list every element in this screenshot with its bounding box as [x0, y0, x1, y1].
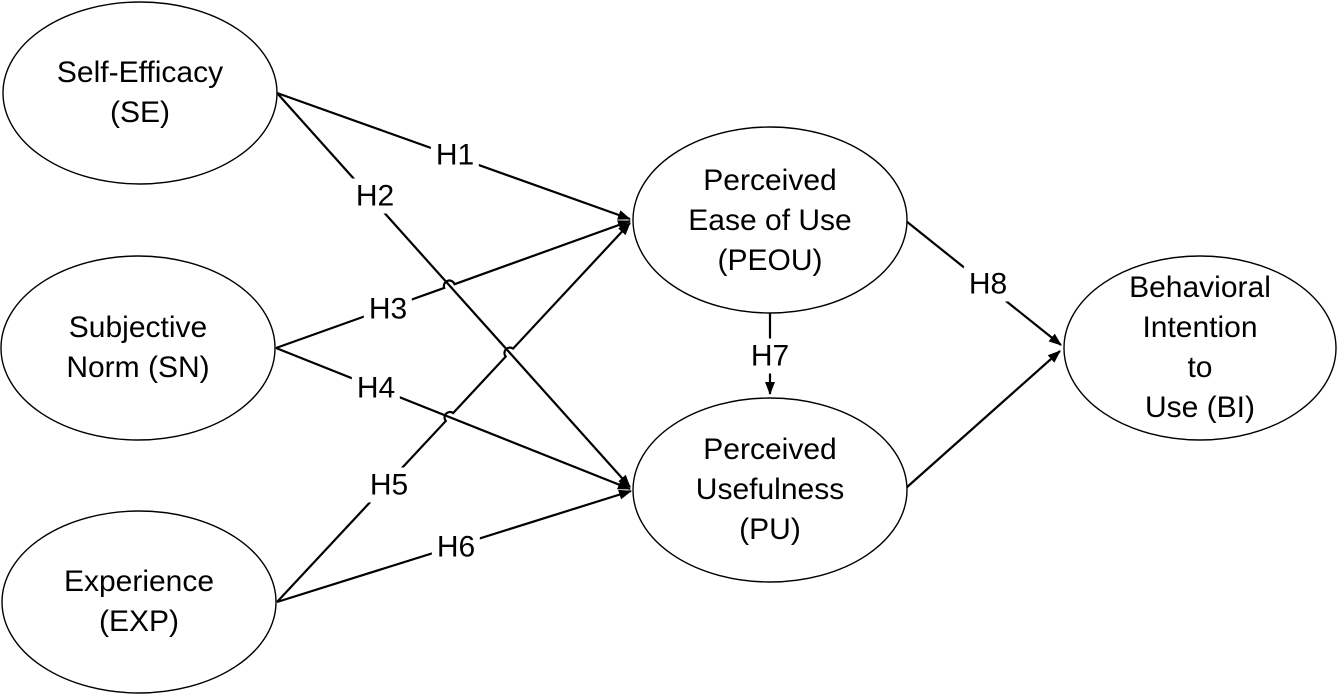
edge-h4-arrow	[275, 346, 631, 491]
edge-h3-label: H3	[363, 291, 413, 327]
edge-h2-label: H2	[350, 178, 400, 214]
edge-h4-label: H4	[351, 370, 401, 406]
edge-h5-label: H5	[364, 467, 414, 503]
node-exp-ellipse	[1, 510, 277, 694]
edge-h3-arrow	[275, 219, 631, 350]
node-peou-ellipse	[632, 126, 908, 314]
node-bi-ellipse	[1063, 255, 1337, 441]
edge-pu-bi-arrow	[905, 350, 1061, 489]
edge-h6-label: H6	[431, 529, 481, 565]
node-se-ellipse	[2, 1, 278, 185]
edge-h7-label: H7	[745, 338, 795, 374]
edge-h8-label: H8	[963, 266, 1013, 302]
node-pu-ellipse	[632, 397, 908, 583]
edge-h1-label: H1	[430, 137, 480, 173]
node-sn-ellipse	[0, 255, 276, 441]
edge-h2-arrow	[276, 92, 631, 488]
edge-h5-arrow	[276, 222, 631, 603]
